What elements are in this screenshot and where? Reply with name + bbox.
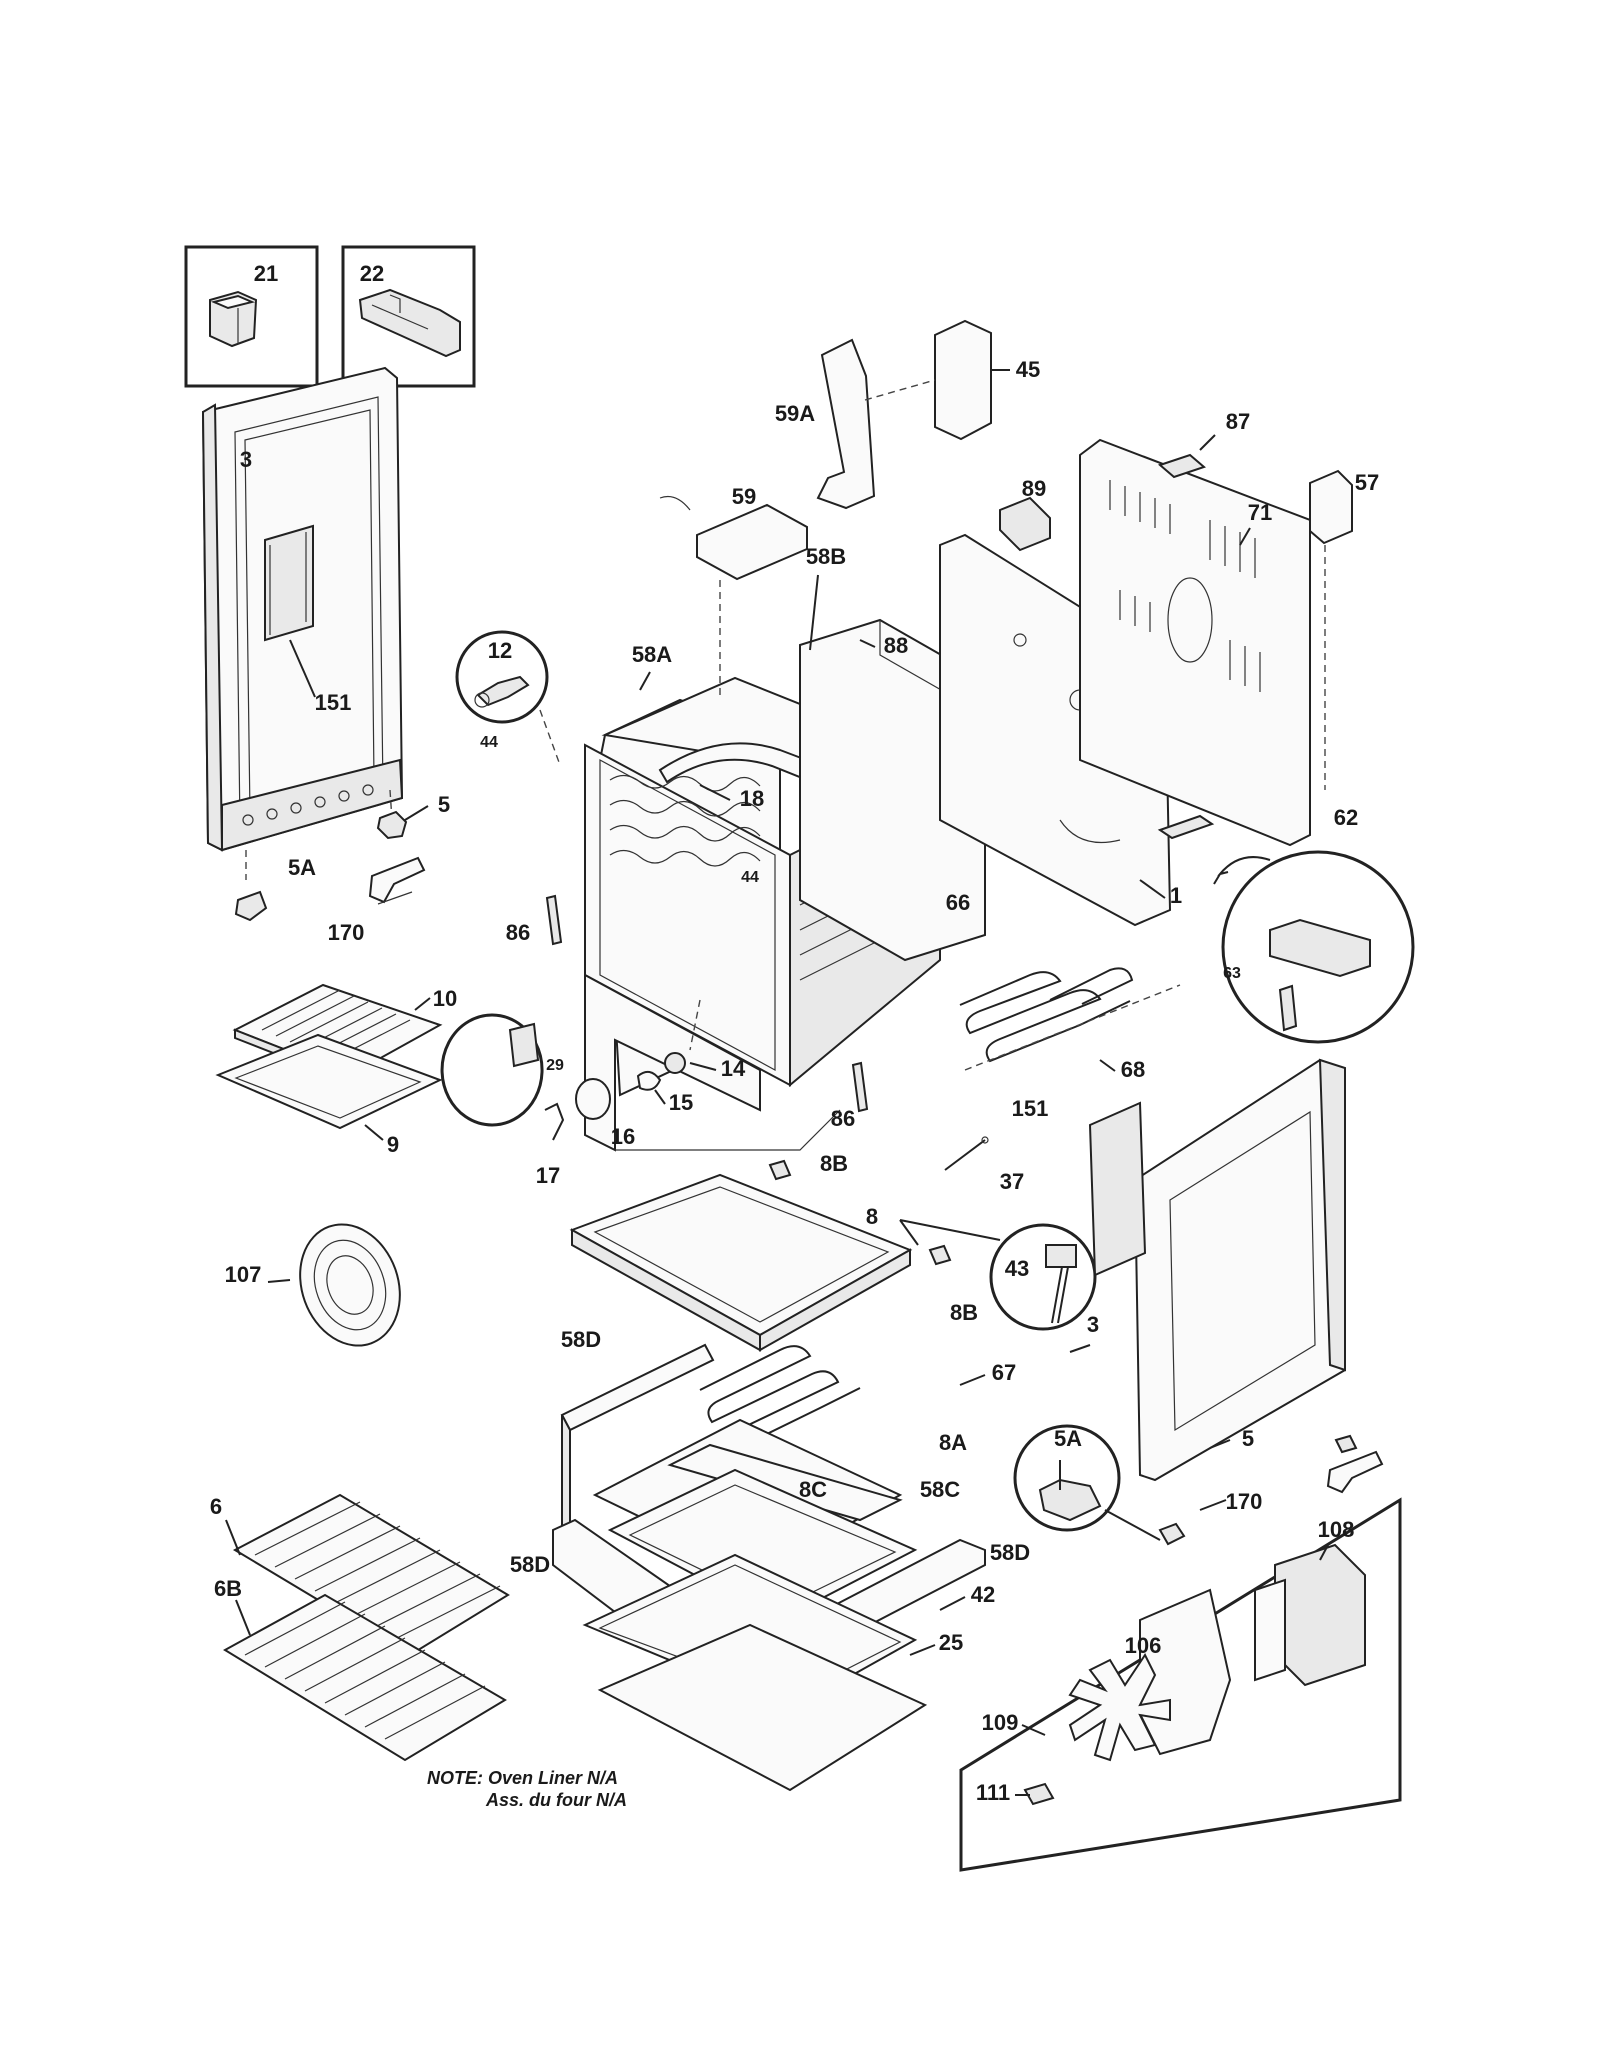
label-57: 57	[1355, 470, 1379, 495]
label-108: 108	[1318, 1517, 1355, 1542]
label-44-front: 44	[741, 869, 759, 886]
top-vent-parts	[659, 319, 992, 700]
right-hinge-parts	[1326, 1434, 1384, 1494]
oven-light-parts	[544, 999, 701, 1141]
label-87: 87	[1226, 409, 1250, 434]
label-59: 59	[732, 484, 756, 509]
leader-lines	[225, 369, 1329, 1796]
label-16: 16	[611, 1124, 635, 1149]
clips-8B	[768, 1159, 952, 1266]
label-43: 43	[1005, 1256, 1029, 1281]
label-66: 66	[946, 890, 970, 915]
label-86-right: 86	[831, 1106, 855, 1131]
inset-part-29	[440, 1013, 544, 1127]
label-9: 9	[387, 1132, 399, 1157]
label-5-right: 5	[1242, 1426, 1254, 1451]
label-67: 67	[992, 1360, 1016, 1385]
inset-part-12	[455, 630, 561, 766]
label-58B: 58B	[806, 544, 846, 569]
oven-cavity	[584, 618, 986, 1152]
label-18: 18	[740, 786, 764, 811]
note-line-2: Ass. du four N/A	[485, 1790, 627, 1810]
label-5-left: 5	[438, 792, 450, 817]
label-86-left: 86	[506, 920, 530, 945]
label-5A-left: 5A	[288, 855, 316, 880]
label-37: 37	[1000, 1169, 1024, 1194]
side-brackets-86	[545, 894, 869, 1113]
label-29: 29	[546, 1057, 564, 1074]
label-58D-right: 58D	[990, 1540, 1030, 1565]
label-3-left-door: 3	[240, 447, 252, 472]
label-10: 10	[433, 986, 457, 1011]
inset-screw-43	[989, 1223, 1097, 1331]
label-170-right: 170	[1226, 1489, 1263, 1514]
label-62: 62	[1334, 805, 1358, 830]
label-25: 25	[939, 1630, 963, 1655]
label-12: 12	[488, 638, 512, 663]
label-59A: 59A	[775, 401, 815, 426]
label-107: 107	[225, 1262, 262, 1287]
inset-part-21: 21	[184, 245, 319, 388]
label-151-door: 151	[315, 690, 352, 715]
broiler-pan	[215, 983, 443, 1130]
label-58A: 58A	[632, 642, 672, 667]
footnote: NOTE: Oven Liner N/A Ass. du four N/A	[427, 1768, 627, 1810]
convection-fan-cover	[299, 1223, 401, 1347]
left-hinge-parts	[234, 810, 426, 922]
label-106: 106	[1125, 1633, 1162, 1658]
label-71: 71	[1248, 500, 1272, 525]
label-1: 1	[1170, 883, 1182, 908]
part-labels: 45 59A 59 87 57 89 71 3 58B 88 58A 12 15…	[210, 357, 1379, 1805]
label-89: 89	[1022, 476, 1046, 501]
label-6B: 6B	[214, 1576, 242, 1601]
label-17: 17	[536, 1163, 560, 1188]
label-88: 88	[884, 633, 908, 658]
left-door-assembly	[201, 366, 404, 880]
oven-racks	[223, 1493, 510, 1762]
label-8C: 8C	[799, 1477, 827, 1502]
inset-hinge-5A	[1013, 1424, 1186, 1546]
label-63: 63	[1223, 965, 1241, 982]
label-42: 42	[971, 1582, 995, 1607]
label-3-right: 3	[1087, 1312, 1099, 1337]
label-58C: 58C	[920, 1477, 960, 1502]
label-8: 8	[866, 1204, 878, 1229]
label-15: 15	[669, 1090, 693, 1115]
inset-part-22: 22	[341, 245, 476, 388]
label-5A-right: 5A	[1054, 1426, 1082, 1451]
inset-terminal-block	[1157, 814, 1415, 1044]
fan-motor-assembly	[959, 1497, 1402, 1872]
drawer-pan-8	[569, 1173, 1001, 1352]
bake-broil-elements	[959, 967, 1181, 1071]
label-151-side: 151	[1012, 1096, 1049, 1121]
right-side-panel	[1088, 1058, 1347, 1482]
label-44-top: 44	[480, 734, 498, 751]
label-21: 21	[254, 261, 278, 286]
lower-drawer-assembly	[552, 1343, 986, 1792]
label-109: 109	[982, 1710, 1019, 1735]
label-68: 68	[1121, 1057, 1145, 1082]
label-111: 111	[976, 1780, 1010, 1805]
label-45: 45	[1016, 357, 1040, 382]
label-170-left: 170	[328, 920, 365, 945]
label-58D-top: 58D	[561, 1327, 601, 1352]
note-line-1: NOTE: Oven Liner N/A	[427, 1768, 618, 1788]
label-14: 14	[721, 1056, 746, 1081]
label-22: 22	[360, 261, 384, 286]
label-58D-left: 58D	[510, 1552, 550, 1577]
label-8A: 8A	[939, 1430, 967, 1455]
rear-panels	[939, 438, 1353, 927]
label-8B-bottom: 8B	[950, 1300, 978, 1325]
wire-37	[944, 1136, 989, 1171]
label-8B-top: 8B	[820, 1151, 848, 1176]
label-6: 6	[210, 1494, 222, 1519]
